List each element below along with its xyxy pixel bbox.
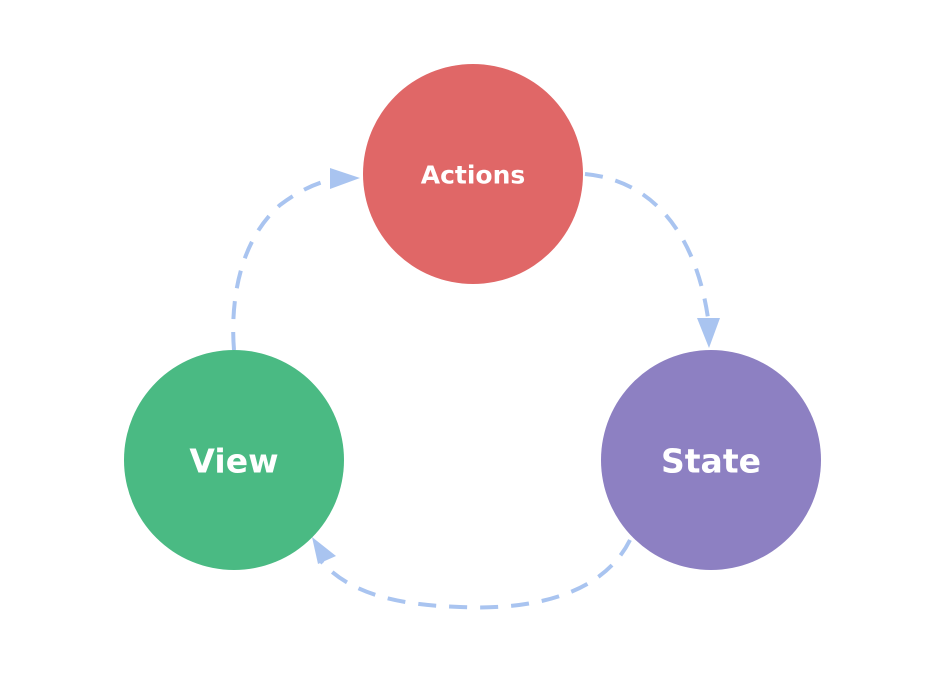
arrowhead-view [312, 537, 336, 564]
node-actions-label: Actions [421, 161, 526, 190]
arrowhead-actions [330, 168, 360, 189]
arrow-actions-to-state [584, 172, 710, 319]
node-state: State [601, 350, 821, 570]
node-state-label: State [661, 442, 761, 481]
node-view-circle [124, 350, 344, 570]
arrow-state-to-view [318, 539, 632, 610]
arrowhead-state [697, 318, 720, 348]
arrow-view-to-actions [231, 177, 336, 351]
node-view: View [124, 350, 344, 570]
node-view-label: View [189, 442, 278, 481]
node-actions-circle [363, 64, 583, 284]
node-state-circle [601, 350, 821, 570]
node-actions: Actions [363, 64, 583, 284]
